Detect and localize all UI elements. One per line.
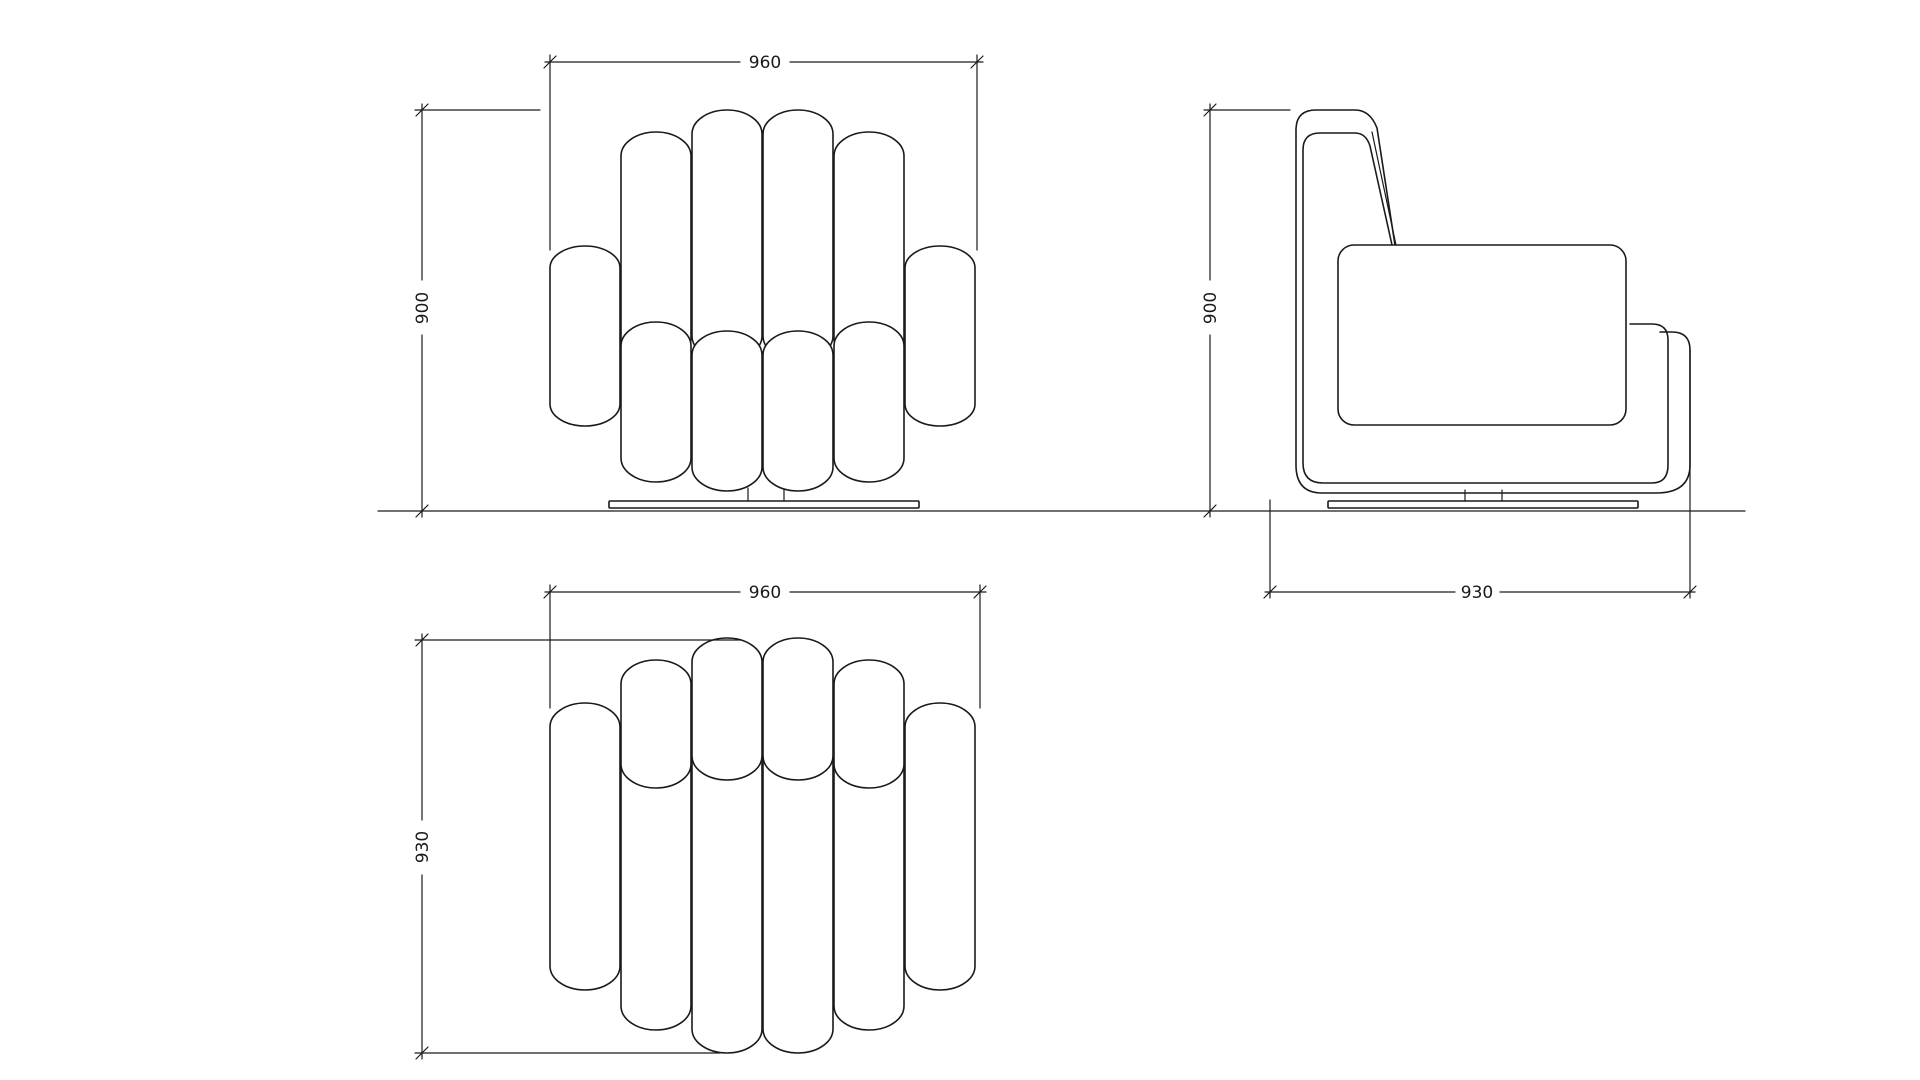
side-depth-dimension: 930 [1263, 349, 1697, 603]
top-back-cap-3 [762, 637, 834, 781]
top-back-cap-1 [620, 659, 692, 789]
front-height-dimension: 900 [413, 103, 541, 518]
top-width-label: 960 [749, 583, 781, 603]
front-height-label: 900 [413, 292, 433, 324]
side-base-plate [1327, 500, 1639, 509]
front-arm-left [549, 245, 621, 427]
front-arm-right [904, 245, 976, 427]
side-back-slant [1371, 131, 1397, 246]
top-seat-cyl-3 [762, 734, 834, 1054]
side-height-dimension: 900 [1201, 103, 1291, 518]
top-width-dimension: 960 [543, 583, 987, 709]
front-seat-cyl-2 [691, 330, 763, 492]
top-back-cap-2 [691, 637, 763, 781]
front-view: 960 900 [413, 53, 984, 518]
side-view: 900 930 [1201, 103, 1697, 603]
front-base-plate [608, 500, 920, 509]
front-back-cyl-2 [691, 109, 763, 361]
top-view: 960 930 [413, 583, 987, 1060]
top-arm-right [904, 702, 976, 991]
side-seat-cushion [1337, 244, 1627, 426]
top-depth-dimension: 930 [413, 633, 741, 1060]
top-arm-left [549, 702, 621, 991]
side-outer-shell [1295, 109, 1691, 494]
side-depth-label: 930 [1461, 583, 1493, 603]
front-seat-cyl-4 [833, 321, 905, 483]
front-width-label: 960 [749, 53, 781, 73]
side-height-label: 900 [1201, 292, 1221, 324]
front-width-dimension: 960 [543, 53, 984, 251]
side-inner-shell [1302, 132, 1669, 484]
front-back-cyl-3 [762, 109, 834, 361]
front-seat-cyl-3 [762, 330, 834, 492]
top-depth-label: 930 [413, 831, 433, 863]
top-seat-cyl-2 [691, 734, 763, 1054]
front-seat-cyl-1 [620, 321, 692, 483]
top-back-cap-4 [833, 659, 905, 789]
